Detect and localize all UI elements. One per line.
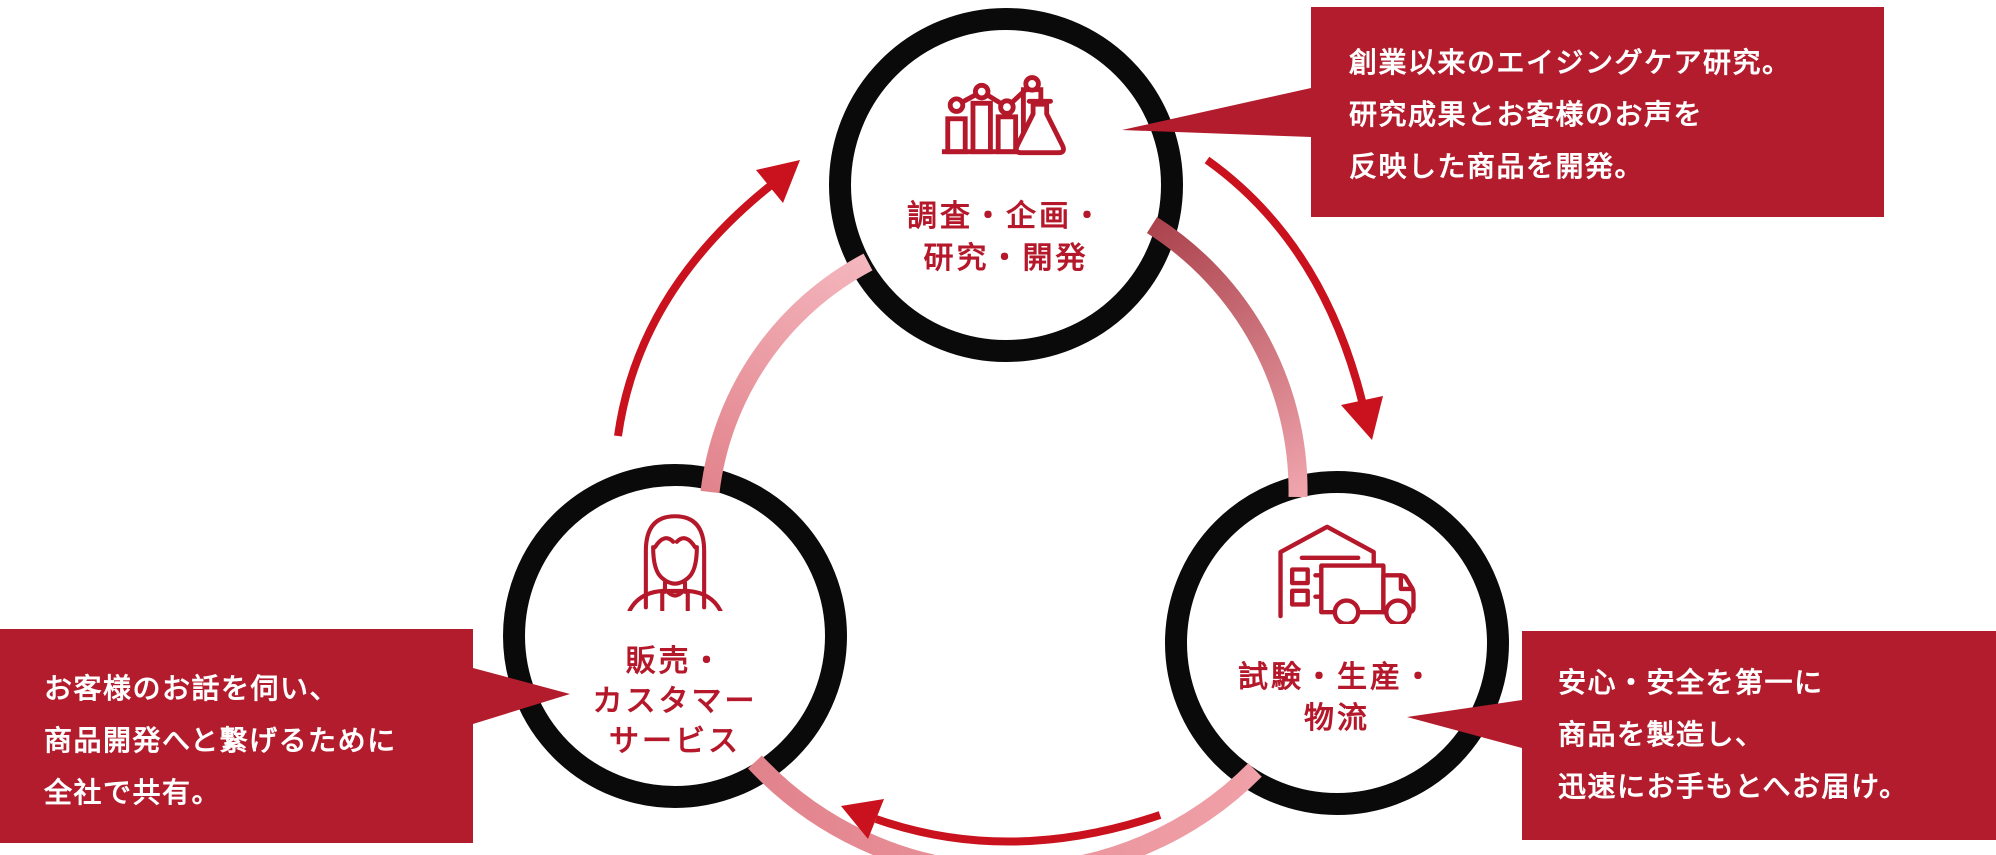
callout-production-line1: 安心・安全を第一に: [1558, 667, 1824, 698]
node-research-label: 調査・企画・ 研究・開発: [851, 196, 1161, 280]
callout-research-line1: 創業以来のエイジングケア研究。: [1349, 47, 1792, 78]
callout-research: 創業以来のエイジングケア研究。 研究成果とお客様のお声を 反映した商品を開発。: [1311, 7, 1884, 217]
arrow-left-to-sales-head-icon: [841, 799, 884, 839]
node-research-line2: 研究・開発: [923, 242, 1089, 275]
node-sales: 販売・ カスタマー サービス: [503, 464, 847, 808]
node-production-label: 試験・生産・ 物流: [1187, 657, 1487, 739]
node-production-line1: 試験・生産・: [1238, 661, 1436, 694]
node-sales-line3: サービス: [609, 725, 741, 758]
node-research: 調査・企画・ 研究・開発: [829, 8, 1183, 362]
warehouse-truck-icon: [1278, 524, 1416, 624]
ring-arc-top-to-sales: [700, 253, 873, 494]
node-sales-line1: 販売・: [625, 645, 725, 678]
callout-sales: お客様のお話を伺い、 商品開発へと繋げるために 全社で共有。: [0, 629, 473, 843]
callout-research-line3: 反映した商品を開発。: [1349, 151, 1645, 182]
callout-production-line3: 迅速にお手もとへお届け。: [1558, 771, 1909, 802]
callout-research-line2: 研究成果とお客様のお声を: [1349, 99, 1704, 130]
customer-woman-icon: [627, 514, 723, 611]
arrow-left-to-sales: [874, 811, 1162, 846]
ring-arc-bottom: [748, 755, 1262, 855]
node-sales-line2: カスタマー: [592, 685, 758, 718]
callout-sales-line1: お客様のお話を伺い、: [44, 673, 340, 704]
arrow-up-to-research: [614, 182, 773, 437]
callout-production-line2: 商品を製造し、: [1558, 719, 1765, 750]
node-production: 試験・生産・ 物流: [1165, 471, 1509, 815]
arrow-down-to-production-head-icon: [1341, 396, 1383, 440]
node-research-line1: 調査・企画・: [907, 200, 1105, 233]
ring-arc-top-to-production: [1146, 216, 1308, 498]
arrow-up-to-research-head-icon: [756, 160, 800, 203]
chart-flask-icon: [941, 75, 1066, 156]
callout-sales-line3: 全社で共有。: [44, 777, 222, 808]
node-sales-label: 販売・ カスタマー サービス: [525, 642, 825, 762]
callout-production: 安心・安全を第一に 商品を製造し、 迅速にお手もとへお届け。: [1522, 631, 1996, 840]
node-production-line2: 物流: [1304, 702, 1370, 735]
callout-sales-line2: 商品開発へと繋げるために: [44, 725, 397, 756]
